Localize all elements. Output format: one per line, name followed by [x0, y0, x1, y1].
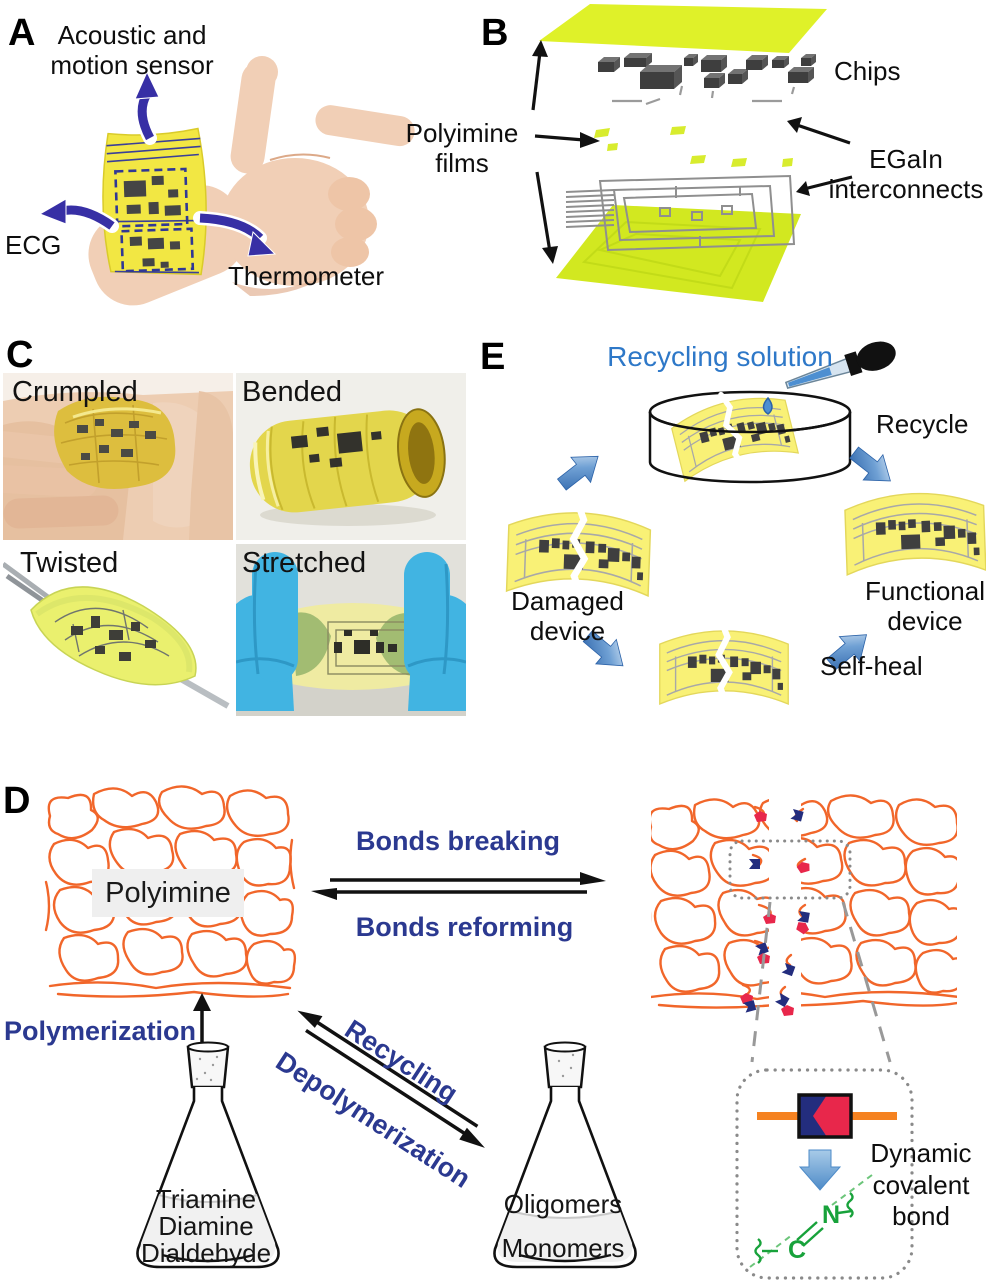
polyimine-label: Polyimine: [92, 869, 244, 917]
flask-right: [493, 1041, 637, 1269]
glove-left: [236, 552, 298, 711]
functional-device: [843, 490, 986, 576]
panel-c-letter: C: [6, 334, 34, 376]
photo-caption-stretched: Stretched: [242, 547, 367, 579]
top-polyimine-film: [539, 4, 827, 53]
panel-b-letter: B: [481, 12, 509, 54]
polyimine-film-pieces: [594, 126, 793, 167]
arrow-up-icon: [134, 70, 160, 145]
photo-crumpled: [3, 373, 233, 540]
broken-network: [651, 794, 957, 1016]
projection-lines: [750, 901, 892, 1063]
panel-e-letter: E: [480, 336, 506, 378]
polymerization-arrow: [193, 993, 211, 1048]
wearable-device: [102, 127, 207, 276]
down-arrow-icon: [798, 1149, 842, 1191]
dangling-chains: [741, 805, 807, 999]
petri-dish: [648, 411, 852, 484]
arrow-left-icon: [38, 198, 119, 233]
egain-circuit-layer: [565, 174, 796, 252]
nitrogen-atom: N: [822, 1201, 840, 1229]
equilibrium-arrows-diagonal: [297, 1010, 485, 1148]
photo-twisted: [3, 544, 233, 716]
photo-bended: [236, 373, 466, 540]
chips-layer: [598, 53, 816, 89]
flow-arrow-to-dish: [551, 443, 609, 498]
egain-loose-pieces: [612, 85, 796, 106]
exploded-arrows: [531, 40, 853, 264]
bonds-reforming-label: Bonds reforming: [355, 912, 574, 942]
dropper-icon: [784, 341, 896, 390]
thermometer-label: Thermometer: [228, 261, 385, 291]
photo-caption-crumpled: Crumpled: [12, 376, 138, 408]
bonds-breaking-label: Bonds breaking: [355, 826, 561, 856]
flask-left: [136, 1041, 280, 1269]
self-heal-device: [659, 621, 789, 704]
solution-drop: [762, 396, 773, 415]
photo-stretched: [236, 544, 466, 716]
equilibrium-arrows-horizontal: [311, 872, 606, 900]
photo-caption-twisted: Twisted: [20, 547, 119, 579]
panel-d-letter: D: [3, 780, 31, 822]
panel-b-graphic: [531, 4, 853, 302]
panel-a-graphic: [38, 56, 415, 306]
glove-right: [404, 552, 466, 711]
damaged-device: [505, 500, 652, 596]
carbon-atom: C: [788, 1236, 806, 1264]
panel-e-graphic: [505, 341, 986, 730]
chips-label: Chips: [834, 56, 901, 86]
panel-a-letter: A: [8, 12, 36, 54]
panel-d-graphic: C N: [44, 785, 957, 1280]
flow-arrow-recycle: [843, 439, 901, 494]
recycling-solution-label: Recycling solution: [607, 341, 833, 372]
self-heal-label: Self-heal: [820, 651, 923, 681]
recycle-label: Recycle: [876, 409, 969, 439]
zoom-region-box: [728, 839, 852, 900]
dynamic-bond-inset: C N: [735, 1068, 914, 1280]
imine-bond-structure: C N: [749, 1174, 873, 1268]
ecg-label: ECG: [5, 230, 62, 260]
photo-caption-bended: Bended: [242, 376, 342, 408]
arrow-down-right-icon: [193, 211, 277, 257]
polymerization-label: Polymerization: [4, 1016, 197, 1046]
